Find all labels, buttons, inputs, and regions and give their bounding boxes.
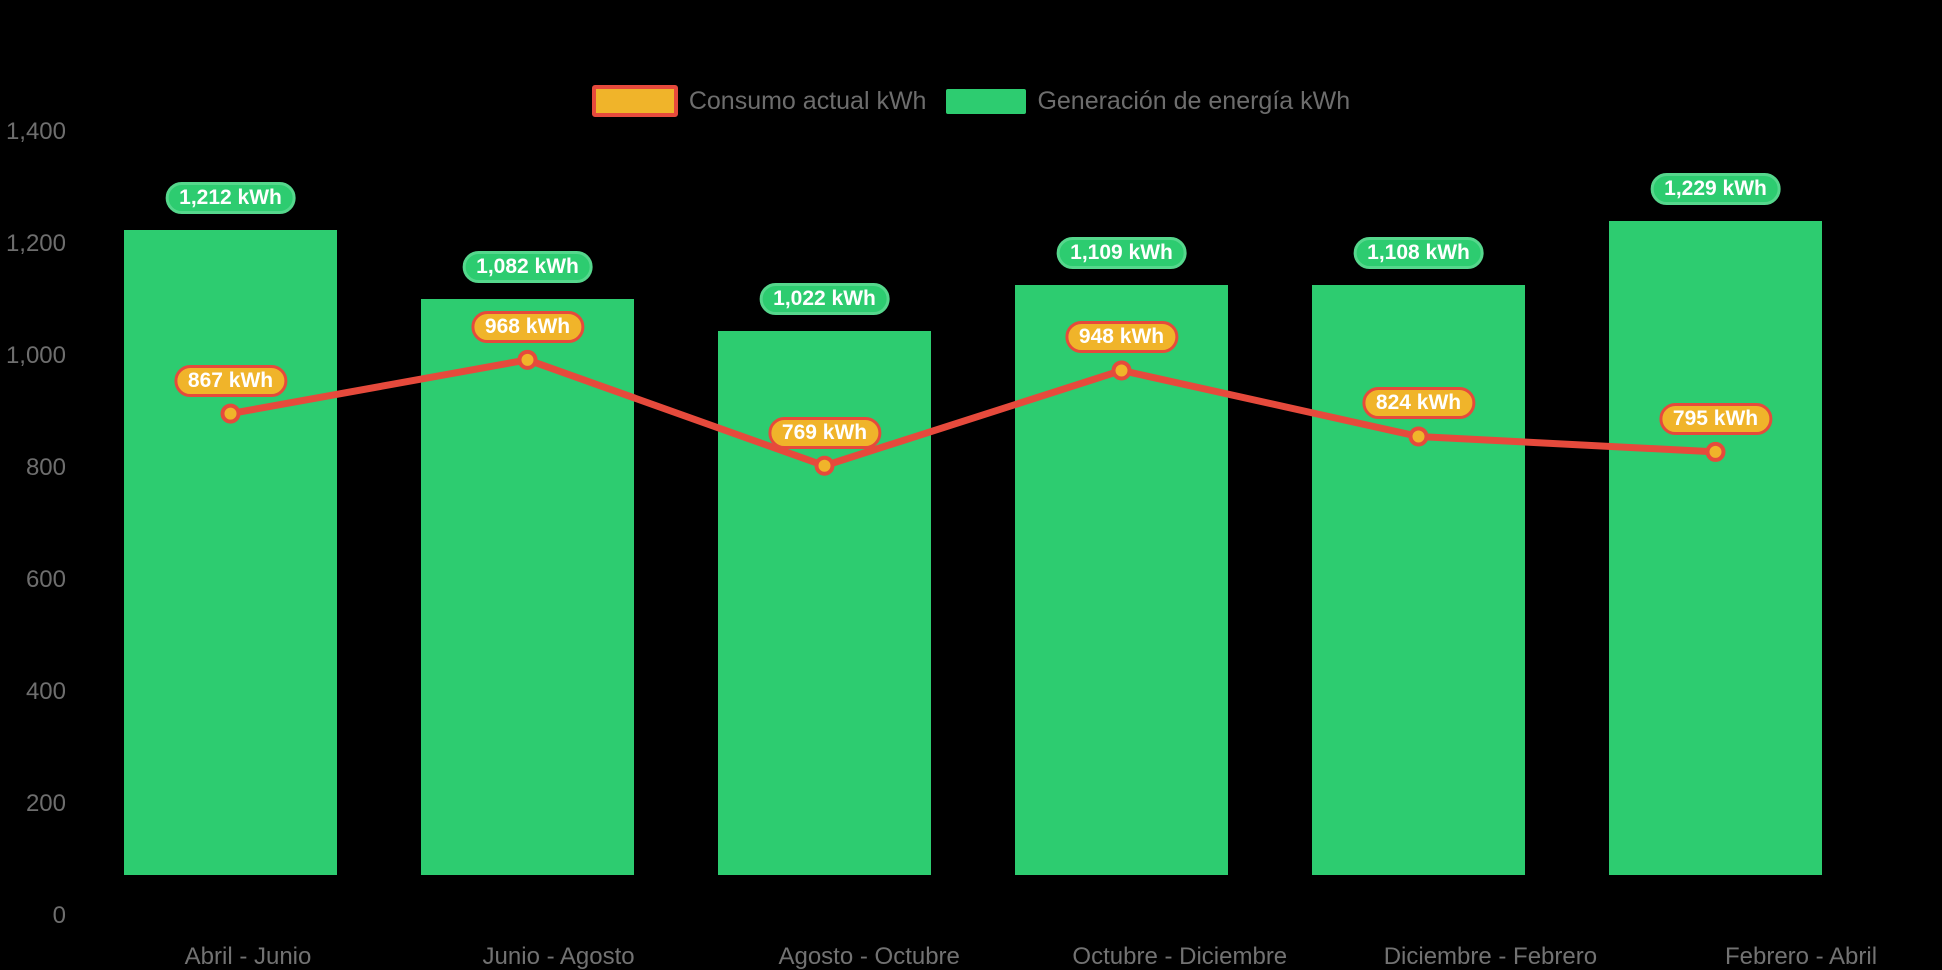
bar-generacion-1[interactable]	[421, 299, 634, 875]
x-category-label-1: Junio - Agosto	[482, 943, 635, 970]
bar-value-pill-0: 1,212 kWh	[165, 181, 296, 214]
chart-legend: Consumo actual kWh Generación de energía…	[0, 84, 1942, 118]
consumption-line	[227, 356, 1719, 470]
line-value-pill-1: 968 kWh	[470, 310, 585, 343]
y-tick-label: 600	[25, 566, 66, 593]
bar-value-pill-2: 1,022 kWh	[759, 283, 890, 316]
y-tick-label: 0	[52, 902, 66, 929]
bar-value-pill-1: 1,082 kWh	[462, 251, 593, 284]
y-tick-label: 1,400	[5, 118, 66, 145]
bar-generacion-4[interactable]	[1312, 285, 1525, 875]
line-point-marker-1[interactable]	[517, 349, 538, 370]
line-point-marker-0[interactable]	[220, 403, 241, 424]
legend-label-generacion: Generación de energía kWh	[1037, 86, 1351, 115]
line-point-marker-5[interactable]	[1705, 441, 1726, 462]
legend-item-consumo[interactable]: Consumo actual kWh	[591, 85, 927, 117]
line-value-pill-0: 867 kWh	[173, 364, 288, 397]
y-tick-label: 400	[25, 678, 66, 705]
bar-generacion-0[interactable]	[124, 229, 337, 875]
bar-generacion-5[interactable]	[1609, 220, 1822, 875]
x-category-label-0: Abril - Junio	[184, 943, 312, 970]
legend-swatch-generacion-icon	[946, 88, 1027, 114]
line-value-pill-4: 824 kWh	[1361, 387, 1476, 420]
line-point-marker-2[interactable]	[814, 455, 835, 476]
line-point-marker-3[interactable]	[1111, 360, 1132, 381]
line-value-pill-5: 795 kWh	[1658, 402, 1773, 435]
x-category-label-5: Febrero - Abril	[1724, 943, 1878, 970]
bar-value-pill-4: 1,108 kWh	[1353, 237, 1484, 270]
x-category-label-4: Diciembre - Febrero	[1383, 943, 1598, 970]
line-value-pill-3: 948 kWh	[1064, 321, 1179, 354]
bar-value-pill-5: 1,229 kWh	[1650, 172, 1781, 205]
legend-item-generacion[interactable]: Generación de energía kWh	[946, 87, 1350, 116]
x-category-label-3: Octubre - Diciembre	[1072, 943, 1288, 970]
y-tick-label: 800	[25, 454, 66, 481]
bar-value-pill-3: 1,109 kWh	[1056, 236, 1187, 269]
y-tick-label: 1,200	[5, 230, 66, 257]
legend-swatch-consumo-icon	[591, 85, 678, 117]
line-point-marker-4[interactable]	[1408, 426, 1429, 447]
legend-label-consumo: Consumo actual kWh	[688, 86, 927, 115]
y-tick-label: 1,000	[5, 342, 66, 369]
x-category-label-2: Agosto - Octubre	[778, 943, 960, 970]
line-value-pill-2: 769 kWh	[767, 416, 882, 449]
y-tick-label: 200	[25, 790, 66, 817]
